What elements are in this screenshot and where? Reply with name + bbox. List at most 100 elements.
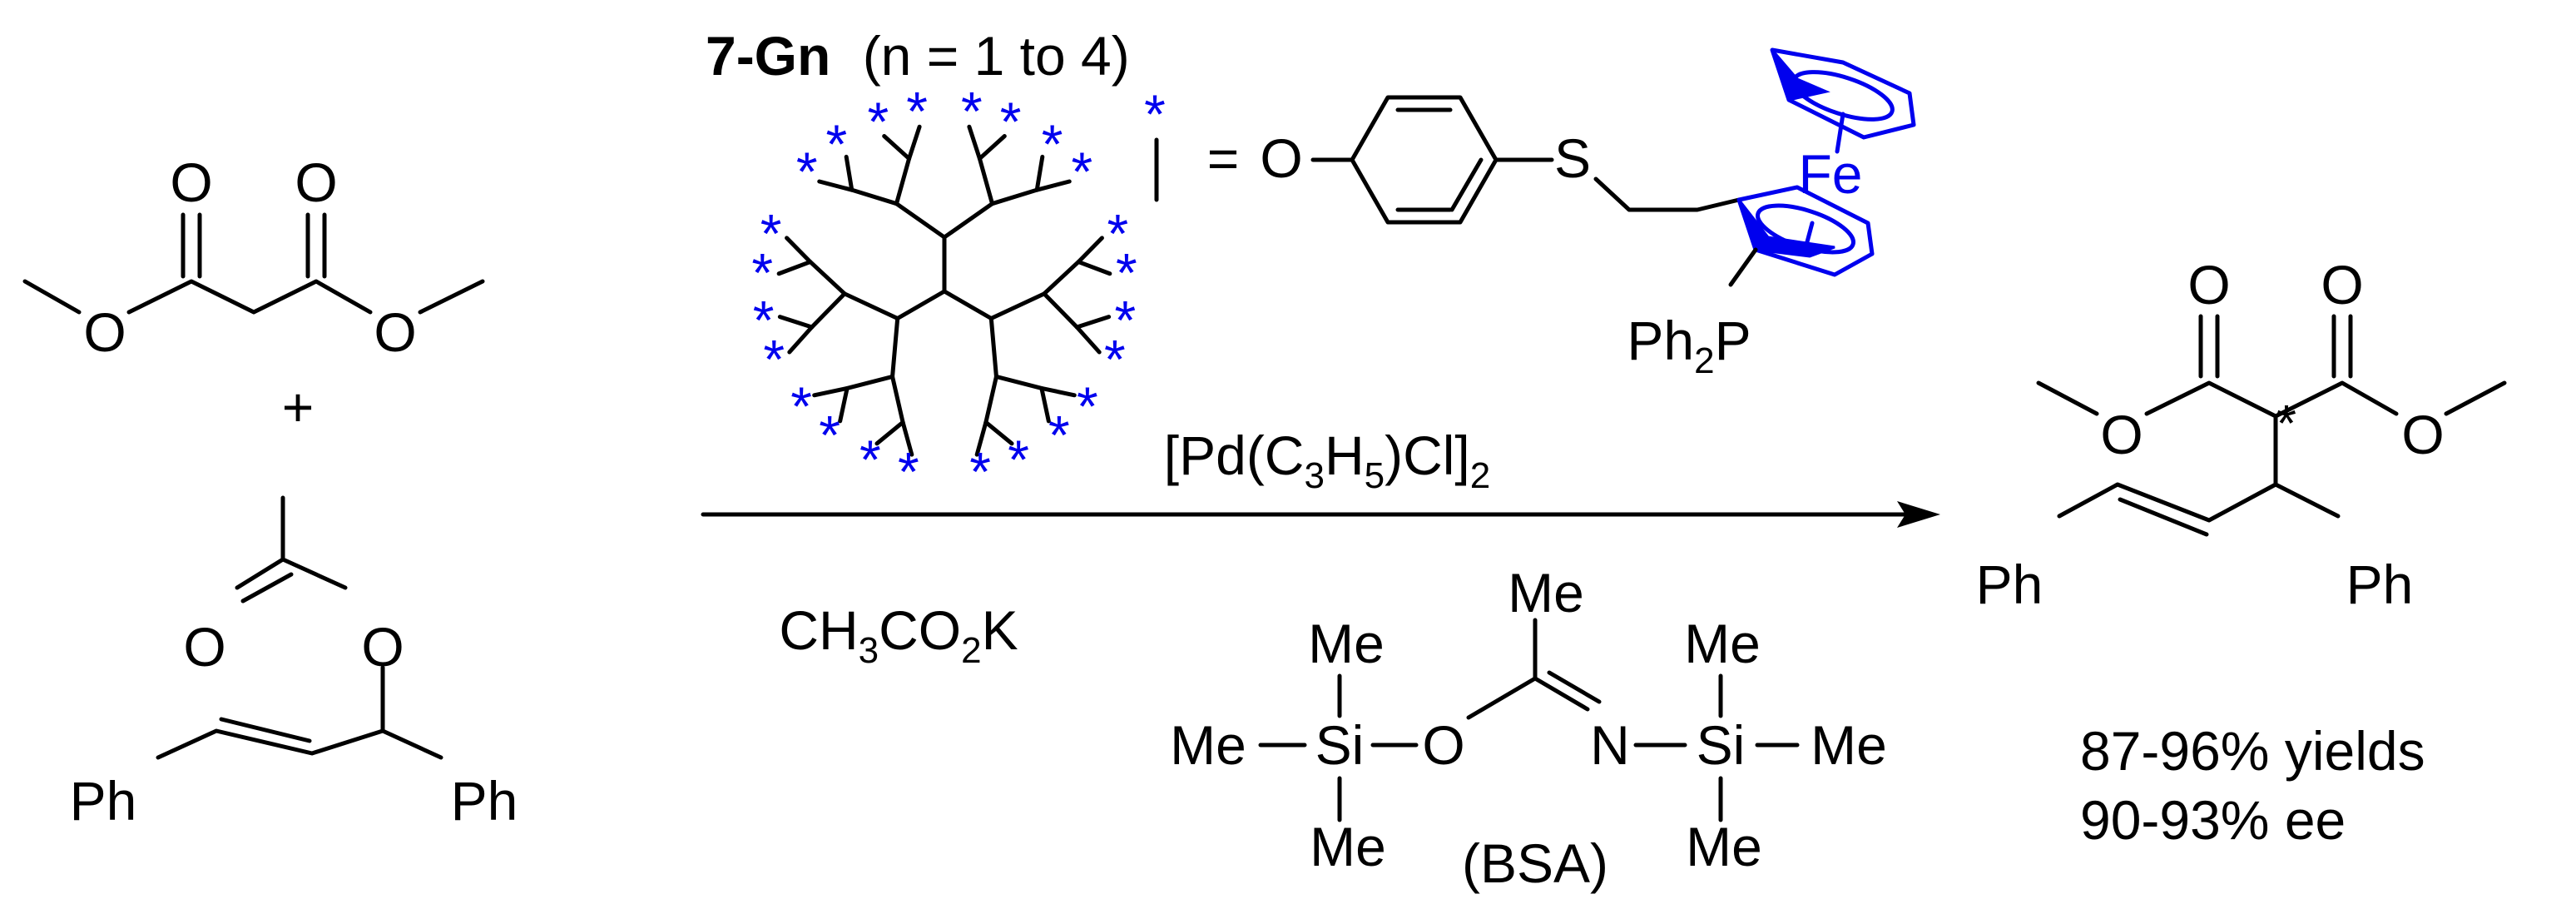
dendrimer-bond <box>993 374 1044 390</box>
dendrimer-bond <box>983 374 998 425</box>
dendrimer-bond <box>874 420 905 446</box>
dendrimer-end-star: * <box>753 290 775 351</box>
dendrimer-bond <box>850 187 899 206</box>
dendrimer-end-star: * <box>1116 242 1137 304</box>
dendrimer-end-star: * <box>796 141 818 202</box>
bsa-n: N <box>1590 714 1630 776</box>
dendrimer-bond <box>1076 236 1104 265</box>
dendrimer-end-star: * <box>1104 328 1126 390</box>
plus-sign: + <box>282 376 315 438</box>
ligand-sulfur: S <box>1554 127 1591 189</box>
dendrimer-bond <box>812 385 850 398</box>
dendrimer-end-star: * <box>969 441 991 503</box>
dendrimer-end-star: * <box>751 242 773 304</box>
dendrimer-bond <box>895 289 947 320</box>
bsa-si-left: Si <box>1315 714 1365 776</box>
equals-sign: = <box>1207 127 1240 189</box>
dendrimer-end-star: * <box>826 113 848 175</box>
bsa-o: O <box>1422 714 1464 776</box>
dendrimer-bond <box>817 179 855 192</box>
dendrimer-end-star: * <box>1077 375 1098 437</box>
dendrimer-bond <box>890 374 905 425</box>
dendrimer-catalyst: 7-Gn (n = 1 to 4) **********************… <box>706 25 1137 503</box>
dendrimer-bond <box>1039 385 1051 424</box>
diphenylallyl-acetate: O O Ph Ph <box>70 495 518 832</box>
dendrimer-bond <box>942 289 993 320</box>
catalyst-name: 7-Gn <box>706 25 830 87</box>
dendrimer-bond <box>1076 260 1112 276</box>
stereocenter-mark: * <box>2276 395 2296 453</box>
dendrimer-end-star: * <box>1042 113 1063 175</box>
dendrimer-bond <box>1042 260 1081 296</box>
dendrimer-bond <box>1034 179 1072 192</box>
dendrimer-bond <box>845 374 895 390</box>
dendrimer-bond <box>882 134 912 161</box>
bsa-si-right: Si <box>1697 714 1746 776</box>
dendrimer-bond <box>1042 291 1079 330</box>
dendrimer-bond <box>838 385 850 424</box>
dendrimer-bond <box>990 187 1039 206</box>
acetate-o-carbonyl: O <box>183 616 225 678</box>
dendrimer-bond <box>907 124 922 161</box>
dendrimer-bond <box>983 420 1014 446</box>
dendrimer-bond <box>900 420 914 457</box>
phenyl-left: Ph <box>70 770 137 832</box>
dendrimer-bond <box>785 236 813 265</box>
dendrimer-end-star: * <box>868 91 889 152</box>
bsa-me-3: Me <box>1310 816 1386 877</box>
dendrimer-bond <box>890 316 900 379</box>
ligand-iron: Fe <box>1798 143 1862 205</box>
dendrimer-bond <box>967 124 982 161</box>
dendrimer-bond <box>894 156 912 206</box>
svg-text:7-Gn (n = 1 to 4): 7-Gn (n = 1 to 4) <box>706 25 1130 87</box>
dendrimer-end-star: * <box>1071 141 1092 202</box>
dendrimer-bond <box>844 154 855 192</box>
dendrimer-bond <box>1074 315 1112 330</box>
ee-result: 90-93% ee <box>2080 789 2346 851</box>
palladium-precursor: [Pd(C3H5)Cl]2 <box>1164 425 1491 496</box>
ligand-phosphine: Ph2P <box>1627 310 1751 381</box>
dendrimer-bond <box>988 316 998 379</box>
base-potassium-acetate: CH3CO2K <box>779 599 1018 671</box>
product-o-ester-right: O <box>2401 404 2444 465</box>
dendrimer-end-star: * <box>906 81 928 142</box>
yield-result: 87-96% yields <box>2080 720 2425 782</box>
bsa-label: (BSA) <box>1462 832 1608 894</box>
malonate-o-carbonyl-right: O <box>295 152 337 213</box>
dendrimer-end-star: * <box>961 81 983 142</box>
dendrimer-bond <box>1074 325 1102 355</box>
malonate-o-carbonyl-left: O <box>170 152 212 213</box>
bsa-me-1: Me <box>1308 613 1385 674</box>
bsa-me-top: Me <box>1508 562 1584 623</box>
dendrimer-bond <box>974 420 988 457</box>
bsa-structure: Me O N Si Si Me Me Me Me Me Me (BSA) <box>1170 562 1887 894</box>
malonate-o-ester-right: O <box>374 301 416 363</box>
product-phenyl-left: Ph <box>1976 554 2043 615</box>
dendrimer-end-star: * <box>1000 91 1022 152</box>
product-o-ester-left: O <box>2100 404 2143 465</box>
dendrimer-end-star: * <box>859 429 881 490</box>
bsa-me-5: Me <box>1811 714 1887 776</box>
dendrimer-end-star: * <box>898 441 919 503</box>
dendrimer-bond <box>776 260 813 276</box>
dendrimer-bond <box>808 260 847 296</box>
dendrimer-bond <box>988 291 1047 320</box>
dendrimer-end-star: * <box>1048 405 1070 466</box>
dendrimer-bond <box>977 134 1007 161</box>
dendrimer-bond <box>894 201 947 240</box>
dendrimer-end-star: * <box>819 405 840 466</box>
product-phenyl-right: Ph <box>2346 554 2414 615</box>
bsa-me-4: Me <box>1684 613 1761 674</box>
bsa-me-2: Me <box>1170 714 1246 776</box>
product-o-carbonyl-right: O <box>2321 254 2363 315</box>
dendrimer-end-star: * <box>1115 290 1137 351</box>
dendrimer-end-star: * <box>763 328 785 390</box>
bsa-me-6: Me <box>1686 816 1762 877</box>
ferrocenyl-ligand: * = O S Fe Ph2P <box>1144 47 1916 381</box>
dendrimer-end-star: * <box>1107 203 1129 265</box>
dendrimer-stars: ************************ <box>751 81 1137 503</box>
ligand-oxygen: O <box>1260 127 1302 189</box>
dimethyl-malonate: O O O O <box>22 152 485 363</box>
acetate-o-ester: O <box>361 616 404 678</box>
